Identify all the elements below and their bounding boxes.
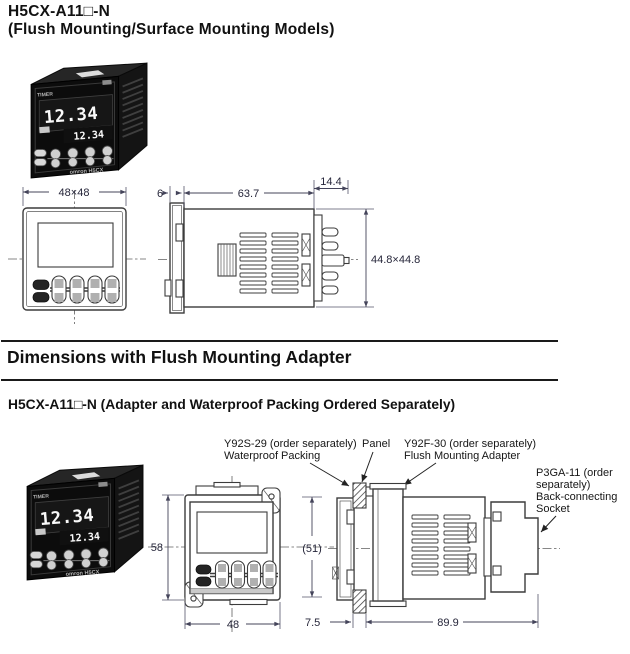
photo-front-bezel [30,483,111,576]
photo-mode-key [29,551,43,560]
page-subtitle: (Flush Mounting/Surface Mounting Models) [8,21,335,38]
dim-bezel-depth: 6 [157,188,163,200]
front-outline-inner [26,211,123,307]
knurl-block [217,243,237,277]
dimension-drawing-adapter: Y92S-29 (order separately) Waterproof Pa… [148,438,617,632]
pins [313,214,350,302]
section-rule-top [1,340,558,342]
bezel-clip-front [164,279,172,297]
vent-slats [411,514,471,576]
dim-panel-gap: 7.5 [305,617,320,629]
callout-adapter-line1: Y92F-30 (order separately) [404,438,536,450]
dimension-drawing-basic: 48×48 [8,176,420,324]
panel-section-top [352,482,367,509]
dim-body-depth: 63.7 [238,188,259,200]
photo-mode-key [33,149,47,158]
photo-timer-label: TIMER [33,494,50,501]
photo-reset-tag [35,528,46,536]
leader-panel [361,451,374,483]
callouts: Y92S-29 (order separately) Waterproof Pa… [224,438,617,533]
bezel-latch-mark [332,566,339,580]
section-rule-bottom [1,379,558,381]
socket-key-top [492,511,502,522]
bezel-clip-top [346,509,355,525]
top-latch-tab [213,481,241,488]
callout-socket-line1: P3GA-11 (order [536,467,613,479]
front-view: 48×48 [8,187,146,324]
vent-slats [239,232,299,294]
mount-clip-top [175,223,184,242]
photo-subdisplay [63,125,113,144]
photo-top-sticker [75,70,105,78]
photo-display-sub-value: 12.34 [69,531,100,544]
dim-body-size: 44.8×44.8 [371,254,420,266]
bottom-strip [190,588,273,594]
page-title: H5CX-A11□-N [8,3,111,20]
leader-packing [309,462,350,487]
socket-body [490,501,539,593]
photo-front-bezel [34,81,115,174]
bottom-latch [229,598,268,606]
bezel-clip-bottom [346,569,355,585]
photo-display-sub-value: 12.34 [73,129,104,142]
front-keys [195,560,277,589]
callout-adapter-line2: Flush Mounting Adapter [404,450,521,462]
photo-display-main-value: 12.34 [43,104,99,128]
photo-subdisplay [59,527,109,546]
socket-key-bottom [492,565,502,576]
photo-display-main-value: 12.34 [39,506,95,530]
back-connecting-socket [483,501,539,593]
leader-socket [540,515,557,533]
bezel-inner [339,500,352,598]
photo-brand-label: omron H5CX [65,570,99,578]
dim-adapter-height: 58 [151,542,163,554]
dim-width: 48 [227,619,239,631]
photo-shift-key [29,560,43,569]
latch-slots [467,522,477,574]
mount-clip-bottom [175,279,184,298]
product-photo-top: TIMER 12.34 12.34 omron H5CX [30,62,148,179]
photo-brand-label: omron H5CX [69,168,103,176]
photo-reset-tag [39,126,50,134]
dim-front-size: 48×48 [59,187,90,199]
photo-side-vents [118,479,140,540]
panel-section-bottom [352,589,367,614]
photo-digit-keys [50,145,113,169]
photo-top-sticker [71,472,101,480]
latch-slots [301,233,311,287]
bezel-inner [172,205,182,311]
dim-pin-depth: 14.4 [320,176,341,188]
side-view: 6 63.7 14.4 44.8×44.8 [157,176,420,314]
product-photo-bottom: TIMER 12.34 12.34 omron H5CX [26,464,144,581]
display-window [37,222,114,268]
photo-corner-label [98,481,108,487]
dim-total-depth: 89.9 [437,617,458,629]
photo-side-vents [122,77,144,138]
callout-socket-line2: separately) [536,479,590,491]
section-heading: Dimensions with Flush Mounting Adapter [7,347,352,367]
side-view-adapter: 7.5 89.9 [305,482,560,629]
flush-mounting-adapter [369,482,407,608]
section-subtitle: H5CX-A11□-N (Adapter and Waterproof Pack… [8,397,456,412]
callout-socket-line3: Back-connecting [536,491,617,503]
photo-digit-keys [46,547,109,571]
photo-corner-label [102,79,112,85]
photo-timer-label: TIMER [37,92,54,99]
display-window [196,511,268,554]
photo-shift-key [33,158,47,167]
dim-panel-height: (51) [302,543,322,555]
socket-neck [483,517,492,577]
product-photo: TIMER 12.34 12.34 omron H5CX [30,62,148,179]
product-photo: TIMER 12.34 12.34 omron H5CX [26,464,144,581]
callout-packing-line2: Waterproof Packing [224,450,320,462]
callout-packing-line1: Y92S-29 (order separately) [224,438,357,450]
front-view-adapter: 58 48 (51) [148,476,334,632]
front-keys [32,275,120,304]
leader-adapter [403,462,437,486]
callout-socket-line4: Socket [536,503,570,515]
callout-panel: Panel [362,438,390,450]
